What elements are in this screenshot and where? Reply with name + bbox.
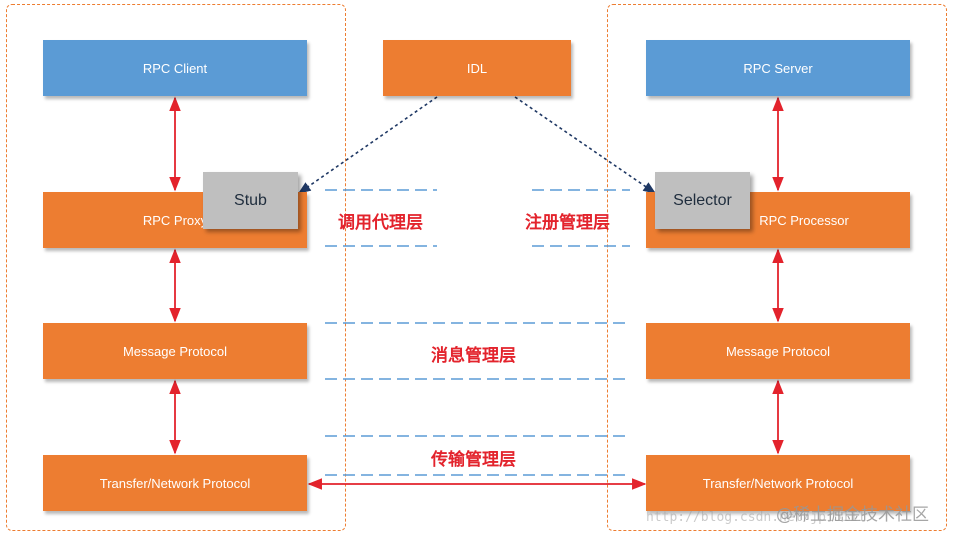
layer-label-invocation-proxy: 调用代理层 [338,213,423,233]
arrow-idl-to-stub [297,96,438,194]
server-message-protocol-label: Message Protocol [725,343,831,359]
rpc-client-box: RPC Client [43,40,307,96]
stub-box: Stub [203,172,298,229]
community-watermark: @稀土掘金技术社区 [776,505,929,525]
layer-label-registry-management: 注册管理层 [525,213,610,233]
rpc-processor-label: RPC Processor [759,212,849,228]
client-transfer-protocol-box: Transfer/Network Protocol [43,455,307,511]
client-transfer-protocol-label: Transfer/Network Protocol [99,475,251,491]
server-frame [607,4,947,531]
rpc-server-label: RPC Server [743,60,813,76]
rpc-proxy-label: RPC Proxy [142,212,208,228]
rpc-server-box: RPC Server [646,40,910,96]
selector-label: Selector [673,191,732,209]
layer-separators [325,189,630,476]
idl-label: IDL [466,60,488,76]
client-message-protocol-box: Message Protocol [43,323,307,379]
rpc-client-label: RPC Client [142,60,208,76]
layer-label-message-management: 消息管理层 [431,346,516,366]
client-frame [6,4,346,531]
server-transfer-protocol-label: Transfer/Network Protocol [702,475,854,491]
arrow-idl-to-selector [514,96,657,194]
server-message-protocol-box: Message Protocol [646,323,910,379]
idl-box: IDL [383,40,571,96]
server-transfer-protocol-box: Transfer/Network Protocol [646,455,910,511]
selector-box: Selector [655,172,750,229]
layer-label-transport-management: 传输管理层 [431,450,516,470]
blog-watermark: http://blog.csdn.net/jp15111 [646,510,866,525]
stub-label: Stub [234,191,267,209]
client-message-protocol-label: Message Protocol [122,343,228,359]
